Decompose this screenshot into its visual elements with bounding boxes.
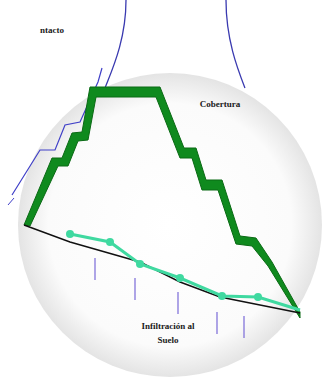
cover-label: Cobertura <box>190 98 250 112</box>
contact-label: ntacto <box>32 24 72 38</box>
infiltration-label: Infiltración al Suelo <box>140 320 196 347</box>
